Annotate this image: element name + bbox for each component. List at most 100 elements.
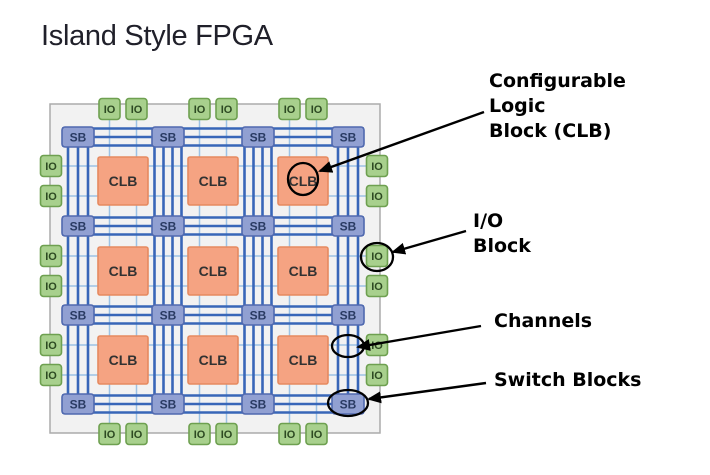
io-label: IO xyxy=(371,370,383,382)
io-label: IO xyxy=(45,251,57,263)
sb-label: SB xyxy=(340,308,357,322)
clb-label: CLB xyxy=(199,352,228,368)
sb-label: SB xyxy=(250,130,267,144)
clb-block xyxy=(277,335,329,385)
io-label: IO xyxy=(371,161,383,173)
io-block xyxy=(98,97,121,121)
io-label: IO xyxy=(284,429,296,441)
io-block xyxy=(278,97,301,121)
arrow-to-channel xyxy=(356,324,482,351)
sb-block xyxy=(241,393,275,415)
sb-label: SB xyxy=(160,130,177,144)
io-block xyxy=(278,422,301,446)
clb-label: CLB xyxy=(109,263,138,279)
io-block xyxy=(39,184,63,208)
clb-label: CLB xyxy=(109,352,138,368)
sb-block xyxy=(151,215,185,237)
io-label: IO xyxy=(45,161,57,173)
io-label: IO xyxy=(194,104,206,116)
sb-block xyxy=(331,126,365,148)
label-switch-blocks: Switch Blocks xyxy=(494,369,642,391)
sb-label: SB xyxy=(160,397,177,411)
sb-label: SB xyxy=(70,130,87,144)
highlight-ring-clb xyxy=(286,161,320,197)
io-block xyxy=(215,422,238,446)
io-label: IO xyxy=(221,104,233,116)
sb-label: SB xyxy=(70,219,87,233)
io-label: IO xyxy=(371,251,383,263)
io-label: IO xyxy=(131,429,143,441)
io-label: IO xyxy=(371,281,383,293)
io-block xyxy=(365,274,389,298)
arrow-to-io-block xyxy=(391,229,467,255)
clb-block xyxy=(97,335,149,385)
io-block xyxy=(188,97,211,121)
sb-block xyxy=(61,304,95,326)
clb-label: CLB xyxy=(289,352,318,368)
io-block xyxy=(365,363,389,387)
io-label: IO xyxy=(45,340,57,352)
io-block xyxy=(188,422,211,446)
io-label: IO xyxy=(284,104,296,116)
sb-block xyxy=(241,215,275,237)
io-label: IO xyxy=(221,429,233,441)
io-label: IO xyxy=(311,104,323,116)
arrow-to-switch-block xyxy=(367,381,487,404)
io-label: IO xyxy=(131,104,143,116)
page-title: Island Style FPGA xyxy=(41,20,273,52)
sb-block xyxy=(151,393,185,415)
io-label: IO xyxy=(45,370,57,382)
sb-block xyxy=(241,304,275,326)
clb-label: CLB xyxy=(109,173,138,189)
sb-block xyxy=(151,126,185,148)
sb-label: SB xyxy=(340,130,357,144)
io-label: IO xyxy=(104,104,116,116)
sb-label: SB xyxy=(70,308,87,322)
label-io-block: I/O Block xyxy=(473,210,531,257)
io-block xyxy=(365,154,389,178)
io-block xyxy=(39,333,63,357)
clb-label: CLB xyxy=(199,173,228,189)
sb-label: SB xyxy=(70,397,87,411)
io-block xyxy=(305,97,328,121)
io-block xyxy=(39,244,63,268)
io-label: IO xyxy=(45,191,57,203)
sb-label: SB xyxy=(160,219,177,233)
clb-label: CLB xyxy=(289,173,318,189)
io-block xyxy=(365,244,389,268)
sb-block xyxy=(61,393,95,415)
sb-block xyxy=(61,215,95,237)
clb-block xyxy=(277,246,329,296)
io-label: IO xyxy=(45,281,57,293)
clb-block xyxy=(187,246,239,296)
clb-block xyxy=(97,246,149,296)
io-label: IO xyxy=(371,191,383,203)
clb-label: CLB xyxy=(199,263,228,279)
io-block xyxy=(215,97,238,121)
clb-block xyxy=(187,335,239,385)
io-block xyxy=(98,422,121,446)
sb-label: SB xyxy=(340,219,357,233)
label-channels: Channels xyxy=(494,310,593,332)
io-block xyxy=(365,184,389,208)
sb-block xyxy=(151,304,185,326)
sb-block xyxy=(331,215,365,237)
arrow-to-clb xyxy=(318,110,485,173)
io-block xyxy=(39,274,63,298)
clb-label: CLB xyxy=(289,263,318,279)
io-block xyxy=(39,154,63,178)
label-configurable-logic-block: Configurable Logic Block (CLB) xyxy=(489,70,626,142)
io-block xyxy=(125,422,148,446)
highlight-ring-io-block xyxy=(359,241,395,273)
clb-block xyxy=(97,156,149,206)
sb-block xyxy=(331,393,365,415)
io-block xyxy=(39,363,63,387)
sb-block xyxy=(331,304,365,326)
sb-label: SB xyxy=(160,308,177,322)
io-label: IO xyxy=(311,429,323,441)
io-label: IO xyxy=(371,340,383,352)
io-block xyxy=(305,422,328,446)
io-label: IO xyxy=(104,429,116,441)
